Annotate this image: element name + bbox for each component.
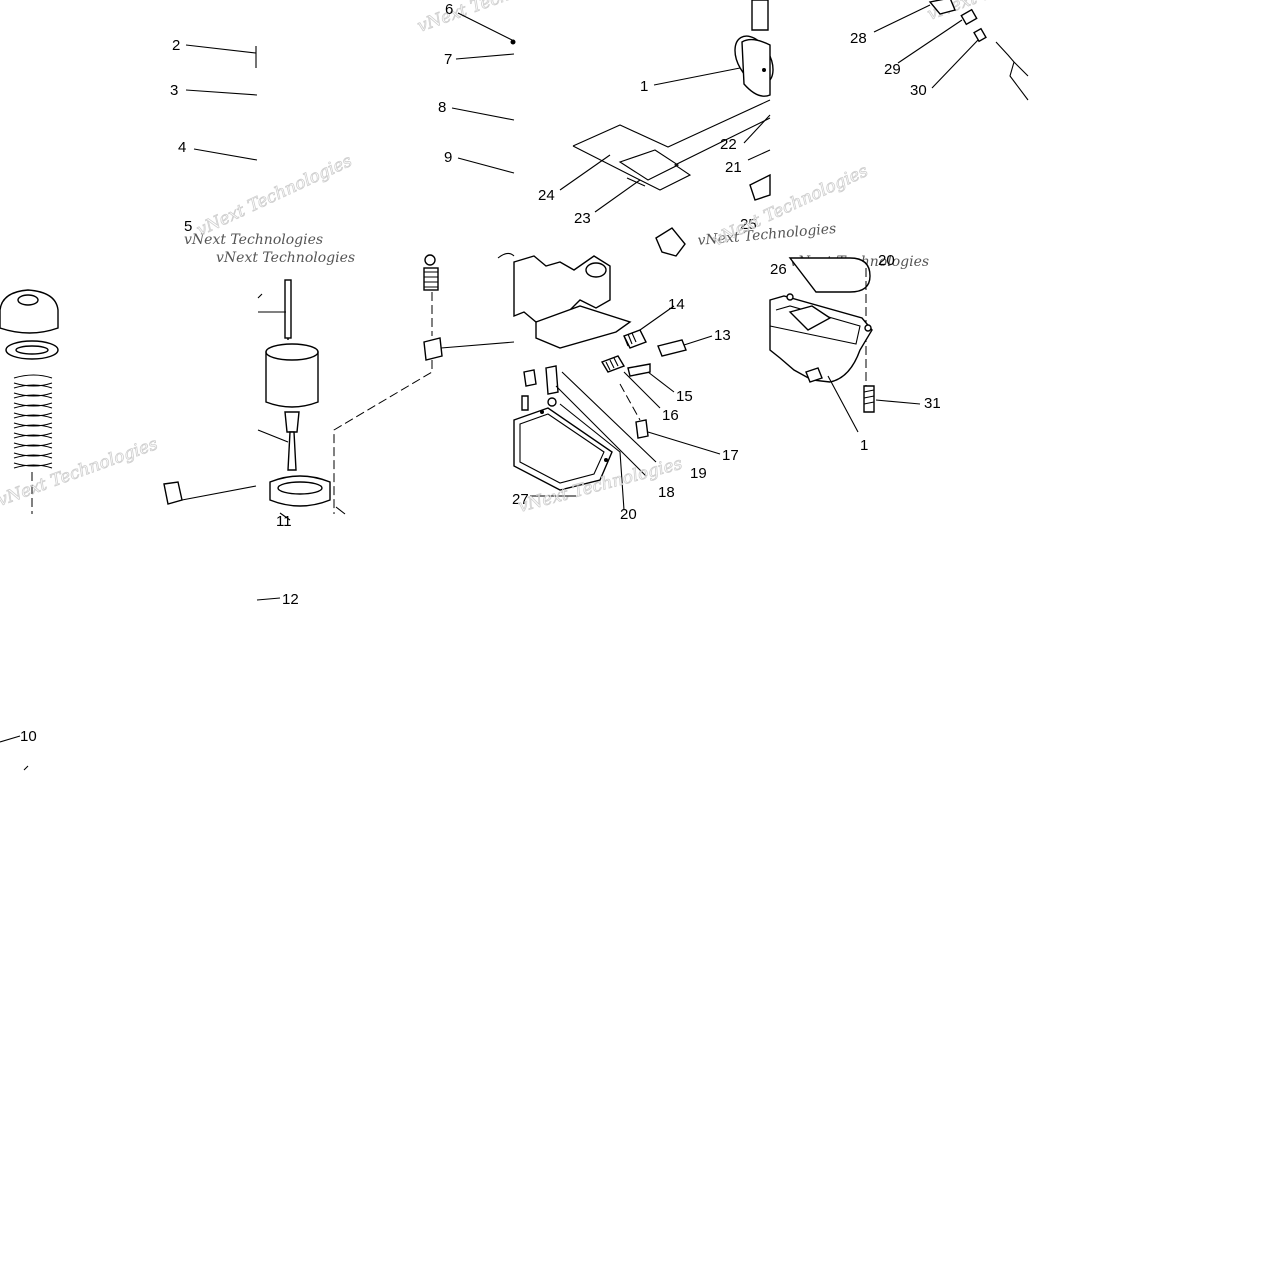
float-bowl-gasket [513,407,613,491]
callout-20: 20 [878,252,895,269]
tile-float-chamber: 26 vNext Technologies 20 31 1 [769,252,941,454]
callout-1: 1 [640,78,648,95]
callout-26: 26 [770,261,787,278]
callout-17: 17 [722,447,739,464]
callout-10: 10 [20,728,37,745]
watermark-text: vNext Technologies [216,250,355,266]
callout-29: 29 [884,61,901,78]
callout-6: 6 [445,1,453,18]
callout-22: 22 [720,136,737,153]
spring [13,374,53,469]
tile-slide-needle: vNext Technologies 11 [163,250,355,530]
callout-15: 15 [676,388,693,405]
callout-1: 1 [860,437,868,454]
callout-23: 23 [574,210,591,227]
callout-11: 11 [276,513,292,530]
callout-7: 7 [444,51,452,68]
callout-2: 2 [172,37,180,54]
callout-25: 25 [740,216,757,233]
callout-28: 28 [850,30,867,47]
callout-18: 18 [658,484,675,501]
callout-5: 5 [184,218,192,235]
callout-3: 3 [170,82,178,99]
callout-8: 8 [438,99,446,116]
callout-4: 4 [178,139,186,156]
callout-24: 24 [538,187,555,204]
float-bowl [769,293,873,383]
callout-21: 21 [725,159,742,176]
tile-callout-12: 12 [256,591,299,608]
callout-30: 30 [910,82,927,99]
tile-callout-10: 10 [0,728,37,771]
tile-jets [333,252,515,514]
callout-31: 31 [924,395,941,412]
callout-9: 9 [444,149,452,166]
callout-19: 19 [690,465,707,482]
watermark-text: vNext Technologies [184,232,323,248]
callout-14: 14 [668,296,685,313]
callout-27: 27 [512,491,529,508]
callout-12: 12 [282,591,299,608]
callout-20: 20 [620,506,637,523]
callout-13: 13 [714,327,731,344]
callout-16: 16 [662,407,679,424]
